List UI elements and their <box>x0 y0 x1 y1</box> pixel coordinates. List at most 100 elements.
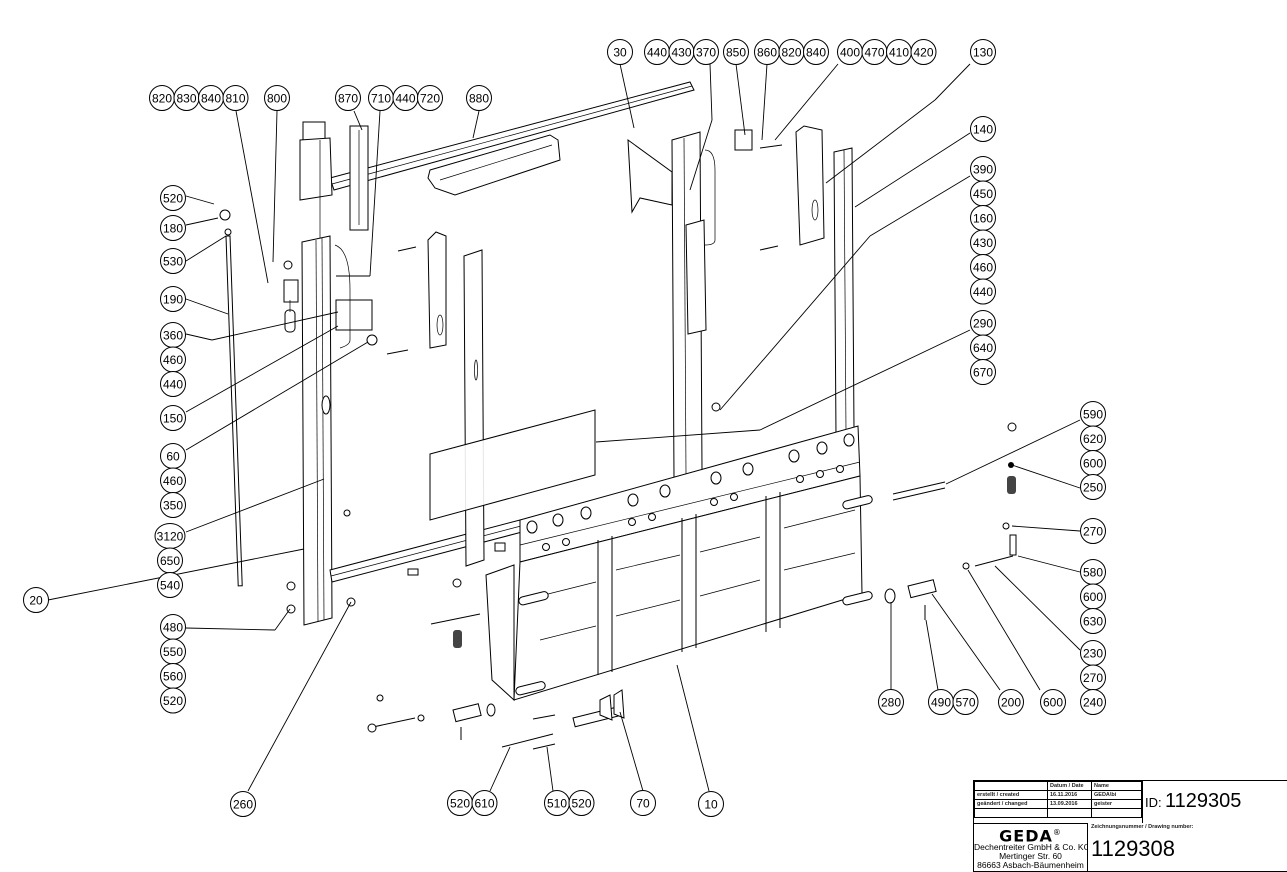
callout-circle <box>222 85 249 111</box>
callout-label: 520 <box>163 192 183 206</box>
callout-label: 440 <box>647 46 667 60</box>
callout-label: 860 <box>757 46 777 60</box>
tb-created-name: GEDA\bi <box>1091 790 1142 800</box>
callout-label: 230 <box>1083 647 1103 661</box>
parts-artwork <box>219 81 1017 750</box>
callout-group: 580 600 630 <box>1080 559 1106 634</box>
company-name: Dechentreiter GmbH & Co. KG <box>974 842 1087 853</box>
callout-label: 3120 <box>157 530 184 544</box>
callout-label: 280 <box>881 696 901 710</box>
callout-label: 440 <box>395 92 415 106</box>
callout-group: 260 <box>230 791 256 817</box>
callout-label: 460 <box>163 353 183 367</box>
callout-label: 190 <box>163 293 183 307</box>
callout-circle <box>1080 608 1106 634</box>
callout-circle <box>1080 474 1106 500</box>
callout-label: 510 <box>547 797 567 811</box>
callout-circle <box>693 39 719 65</box>
callout-group: 850 <box>723 39 749 65</box>
callout-label: 70 <box>636 797 650 811</box>
callout-label: 600 <box>1083 590 1103 604</box>
callout-label: 630 <box>1083 615 1103 629</box>
callout-label: 840 <box>201 92 221 106</box>
callout-label: 260 <box>233 798 253 812</box>
callout-label: 410 <box>889 46 909 60</box>
drawing-number-label: Zeichnungsnummer / Drawing number: <box>1091 824 1194 830</box>
tb-header-name: Name <box>1091 781 1142 791</box>
callout-group: 180 <box>160 215 186 241</box>
callout-circle <box>607 39 633 65</box>
callout-circle <box>335 85 361 111</box>
callout-circle <box>970 116 996 142</box>
callout-label: 540 <box>160 579 180 593</box>
tb-empty <box>1091 808 1142 818</box>
callout-circle <box>264 85 290 111</box>
callout-group: 800 <box>264 85 290 111</box>
cylinder <box>283 260 299 333</box>
callout-label: 580 <box>1083 566 1103 580</box>
tb-drawing-number-cell: Zeichnungsnummer / Drawing number: 11293… <box>1087 823 1287 871</box>
callout-label: 590 <box>1083 408 1103 422</box>
callout-group: 870 <box>335 85 361 111</box>
tb-changed-date: 13.09.2016 <box>1047 799 1092 809</box>
callout-circle <box>417 85 443 111</box>
callout-label: 550 <box>163 645 183 659</box>
company-street: Mertinger Str. 60 <box>999 851 1062 862</box>
tb-created-date: 16.11.2016 <box>1047 790 1092 800</box>
callout-circle <box>970 359 996 385</box>
callout-group: 70 <box>630 790 656 816</box>
callout-circle <box>157 572 183 598</box>
callout-label: 710 <box>371 92 391 106</box>
callout-label: 610 <box>474 797 494 811</box>
callout-group: 250 <box>1080 474 1106 500</box>
callout-label: 470 <box>864 46 884 60</box>
callout-label: 870 <box>338 92 358 106</box>
right-loose-parts <box>884 422 1017 620</box>
callout-label: 440 <box>973 285 993 299</box>
callout-label: 560 <box>163 670 183 684</box>
callout-label: 830 <box>176 92 196 106</box>
callout-circle <box>471 790 498 816</box>
callout-label: 460 <box>973 261 993 275</box>
drawing-number: 1129308 <box>1091 836 1176 861</box>
callout-group: 270 <box>1080 518 1106 544</box>
callout-circle <box>160 185 186 211</box>
callout-circle <box>630 790 656 816</box>
callout-label: 270 <box>1083 525 1103 539</box>
callout-label: 290 <box>973 317 993 331</box>
callout-label: 430 <box>973 236 993 250</box>
callout-label: 820 <box>152 92 172 106</box>
callout-group: 10 <box>698 791 724 817</box>
callout-circle <box>1080 689 1106 715</box>
callout-group: 520 <box>160 185 186 211</box>
title-block: Datum / Date Name erstellt / created 16.… <box>973 780 1287 872</box>
callout-circle <box>160 248 186 274</box>
callout-label: 720 <box>420 92 440 106</box>
callout-label: 640 <box>973 341 993 355</box>
callout-group: 140 <box>970 116 996 142</box>
callout-circle <box>160 371 186 397</box>
callout-label: 480 <box>163 621 183 635</box>
tb-empty <box>1047 808 1092 818</box>
callout-circle <box>998 689 1024 715</box>
callout-label: 60 <box>166 450 180 464</box>
tb-id-label: ID: <box>1145 795 1162 810</box>
callout-circle <box>723 39 749 65</box>
callout-group: 710 440 720 <box>368 85 443 111</box>
callout-label: 400 <box>840 46 860 60</box>
callout-circle <box>1080 518 1106 544</box>
callout-label: 530 <box>163 255 183 269</box>
